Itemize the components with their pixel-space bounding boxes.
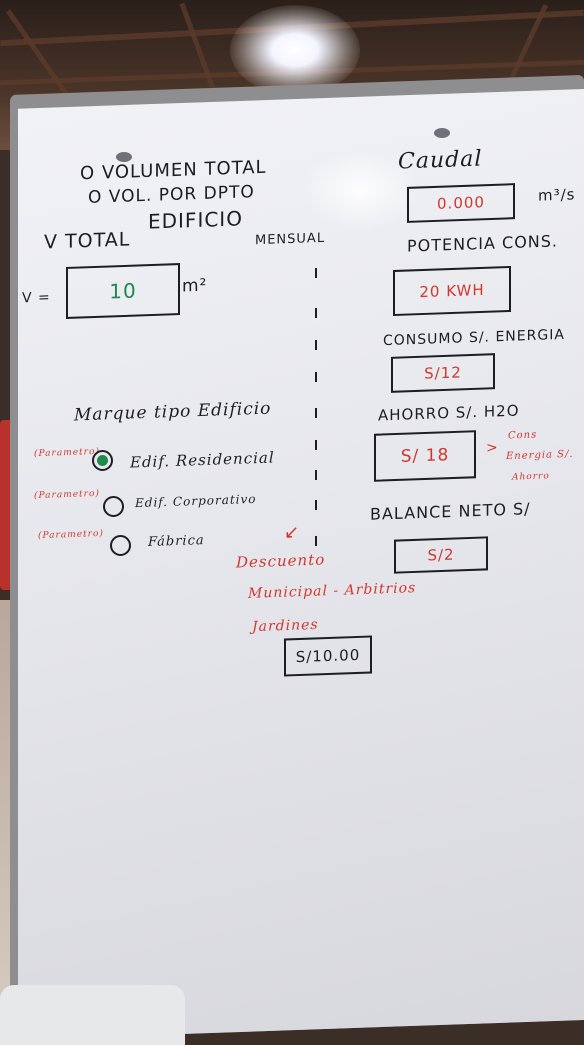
volume-input-box: 10: [66, 263, 180, 319]
red-arrow: ↙: [284, 521, 301, 544]
ceiling-light: [230, 5, 360, 95]
discount-value: S/10.00: [295, 645, 361, 667]
caudal-label: Caudal: [398, 146, 483, 175]
magnet: [434, 128, 450, 138]
ahorro-arrow: >: [486, 439, 499, 457]
mensual-label: MENSUAL: [255, 230, 326, 249]
discount-box: S/10.00: [284, 635, 372, 677]
radio-corporativo[interactable]: [103, 496, 124, 517]
discount-line1: Descuento: [236, 550, 326, 572]
magnet: [116, 152, 132, 162]
divider-dash: [315, 536, 317, 546]
potencia-value: 20 KWH: [419, 280, 485, 302]
divider-dash: [315, 372, 317, 382]
consumo-value: S/12: [424, 363, 462, 383]
potencia-box: 20 KWH: [393, 265, 511, 317]
option-label-fabrica: Fábrica: [148, 533, 205, 550]
v-total-title: V TOTAL: [44, 228, 131, 254]
divider-dash: [315, 408, 317, 418]
divider-dash: [315, 340, 317, 350]
balance-value: S/2: [427, 545, 455, 565]
radio-residencial[interactable]: [92, 450, 113, 471]
divider-dash: [315, 440, 317, 450]
ahorro-note-cons: Cons: [508, 429, 538, 442]
caudal-value: 0.000: [437, 193, 485, 213]
divider-dash: [315, 268, 317, 278]
caudal-box: 0.000: [407, 183, 515, 223]
v-equals-label: V =: [22, 289, 51, 307]
divider-dash: [315, 470, 317, 480]
white-chair: [0, 985, 185, 1045]
light-glare: [300, 150, 420, 230]
volume-unit: m²: [182, 275, 208, 297]
ahorro-note-energia: Energia S/.: [506, 448, 574, 463]
divider-dash: [315, 308, 317, 318]
ahorro-box: S/ 18: [374, 430, 476, 482]
header-line-edificio: EDIFICIO: [148, 206, 243, 234]
balance-box: S/2: [394, 536, 488, 574]
divider-dash: [315, 500, 317, 510]
radio-fabrica[interactable]: [110, 535, 131, 556]
ahorro-note-ahorro: Ahorro: [512, 471, 550, 483]
volume-value: 10: [109, 278, 137, 304]
caudal-unit: m³/s: [538, 185, 576, 205]
ahorro-value: S/ 18: [400, 445, 450, 467]
consumo-box: S/12: [391, 353, 495, 393]
discount-line3: Jardines: [252, 616, 319, 636]
